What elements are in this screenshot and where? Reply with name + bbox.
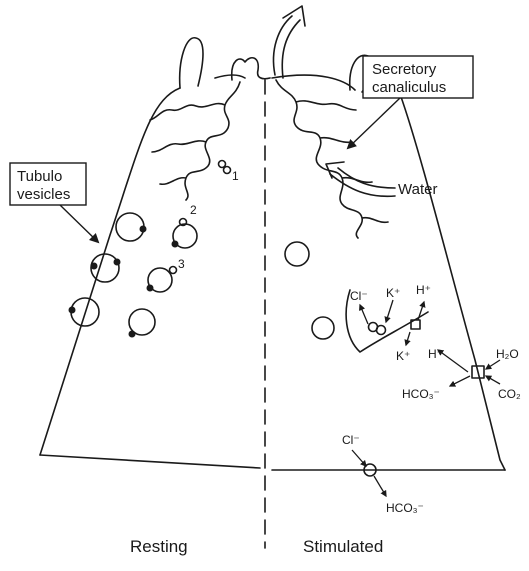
ion-h-mid: H⁺ (428, 347, 443, 361)
co2-arrow (486, 376, 500, 384)
ion-co2: CO₂ (498, 387, 521, 401)
ion-pump (377, 326, 386, 335)
vesicle-small (219, 161, 226, 168)
pump-dot (140, 226, 147, 233)
hco3-out-arrow (374, 476, 386, 496)
secretory-label-line2: canaliculus (372, 79, 446, 96)
tubulovesicle (116, 213, 144, 241)
secretion-arrow (274, 16, 300, 78)
cl-in-arrow (352, 450, 366, 466)
cell-membrane (40, 75, 505, 470)
k-out-arrow (406, 332, 410, 345)
secretory-pointer (348, 98, 400, 148)
pump-dot (129, 331, 136, 338)
ion-k-top: K⁺ (386, 286, 400, 300)
pump-dot (69, 307, 76, 314)
h-out-arrow (418, 302, 424, 320)
ion-h2o: H₂O (496, 347, 519, 361)
vesicle-small (170, 267, 177, 274)
water-label: Water (398, 181, 437, 198)
vesicle-number-1: 1 (232, 169, 239, 183)
ion-h-top: H⁺ (416, 283, 431, 297)
resting-caption: Resting (130, 537, 188, 556)
tubulo-label-line2: vesicles (17, 186, 70, 203)
stimulated-canaliculus (276, 80, 388, 238)
vesicle (285, 242, 309, 266)
vesicle-small (224, 167, 231, 174)
ion-cl-top: Cl⁻ (350, 289, 368, 303)
stimulated-caption: Stimulated (303, 537, 383, 556)
water-arrow (330, 168, 395, 196)
hco3-arrow (450, 376, 470, 386)
basal-membrane (40, 455, 260, 468)
pump-dot (91, 263, 98, 270)
ion-k-bottom: K⁺ (396, 349, 410, 363)
h2o-arrow (486, 360, 500, 369)
ion-cl-bottom: Cl⁻ (342, 433, 360, 447)
vesicle-number-3: 3 (178, 257, 185, 271)
microvillus-center (232, 58, 270, 80)
k-in-arrow (386, 300, 393, 322)
pump-dot (114, 259, 121, 266)
secretory-label-line1: Secretory (372, 61, 437, 78)
pump-dot (172, 241, 179, 248)
pump-dot (147, 285, 154, 292)
tubulo-pointer (60, 205, 98, 242)
ion-hco3-mid: HCO₃⁻ (402, 387, 440, 401)
cl-arrow (360, 305, 368, 324)
tubulo-label-line1: Tubulo (17, 168, 62, 185)
microvillus-left (180, 38, 203, 88)
ion-hco3-bottom: HCO₃⁻ (386, 501, 424, 515)
vesicle-number-2: 2 (190, 203, 197, 217)
vesicle (312, 317, 334, 339)
